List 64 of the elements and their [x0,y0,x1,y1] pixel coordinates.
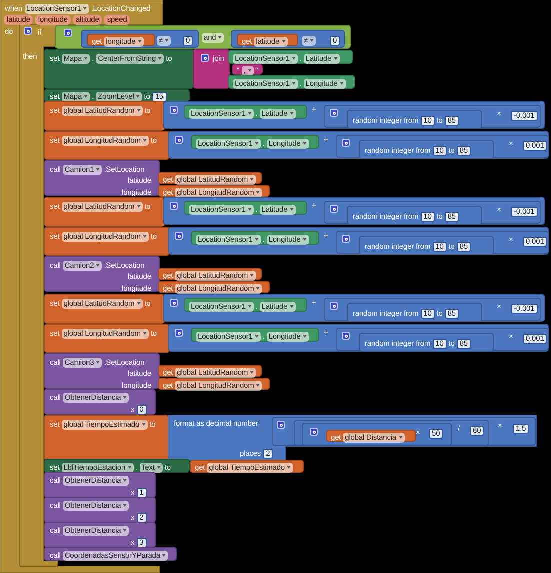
getter-block [87,34,155,46]
setter-block [44,49,194,89]
setter-block [44,459,190,473]
math-block [163,294,545,322]
procedure-call-block [44,497,156,523]
property-block [228,75,355,89]
math-block [336,135,549,158]
property-block [184,298,307,312]
text-block [232,64,263,75]
random-block [347,206,482,225]
getter-block [158,268,262,280]
property-block [228,50,353,64]
random-block [359,333,494,352]
math-block [324,298,541,321]
procedure-call-block [44,472,156,498]
procedure-call-block [44,160,160,196]
random-block [359,236,494,255]
procedure-call-block [44,256,160,292]
math-block [168,227,549,255]
property-block [191,328,319,342]
math-block [302,423,452,446]
setter-block [44,101,165,131]
math-block [163,197,545,225]
procedure-call-block [44,522,156,548]
compare-block [81,30,199,48]
setter-block [44,89,190,102]
random-block [347,303,482,322]
math-block [168,324,549,352]
property-block [184,105,307,119]
procedure-call-block [44,389,156,415]
join-block [193,49,230,89]
procedure-call-block [44,547,177,561]
property-block [191,231,319,245]
random-block [347,110,482,129]
getter-block [326,430,416,442]
property-block [184,201,307,215]
math-block [324,201,541,224]
getter-block [158,365,262,377]
compare-block [231,30,345,48]
setter-block [44,227,170,256]
getter-block [237,34,298,46]
random-block [359,140,494,159]
math-block [163,101,545,129]
math-block [336,328,549,351]
setter-block [44,324,170,353]
math-block [336,231,549,254]
getter-block [158,281,270,293]
math-block [272,417,536,446]
logic-block [55,25,351,49]
math-block [294,420,489,446]
format-block [168,415,537,461]
setter-block [44,415,169,461]
getter-block [190,460,304,473]
getter-block [158,172,262,184]
procedure-call-block [44,353,160,389]
event-block [0,0,163,573]
getter-block [158,185,270,197]
setter-block [44,294,165,324]
setter-block [44,131,170,160]
setter-block [44,197,165,227]
math-block [324,105,541,128]
math-block [168,131,549,159]
getter-block [158,378,270,390]
property-block [191,135,319,149]
